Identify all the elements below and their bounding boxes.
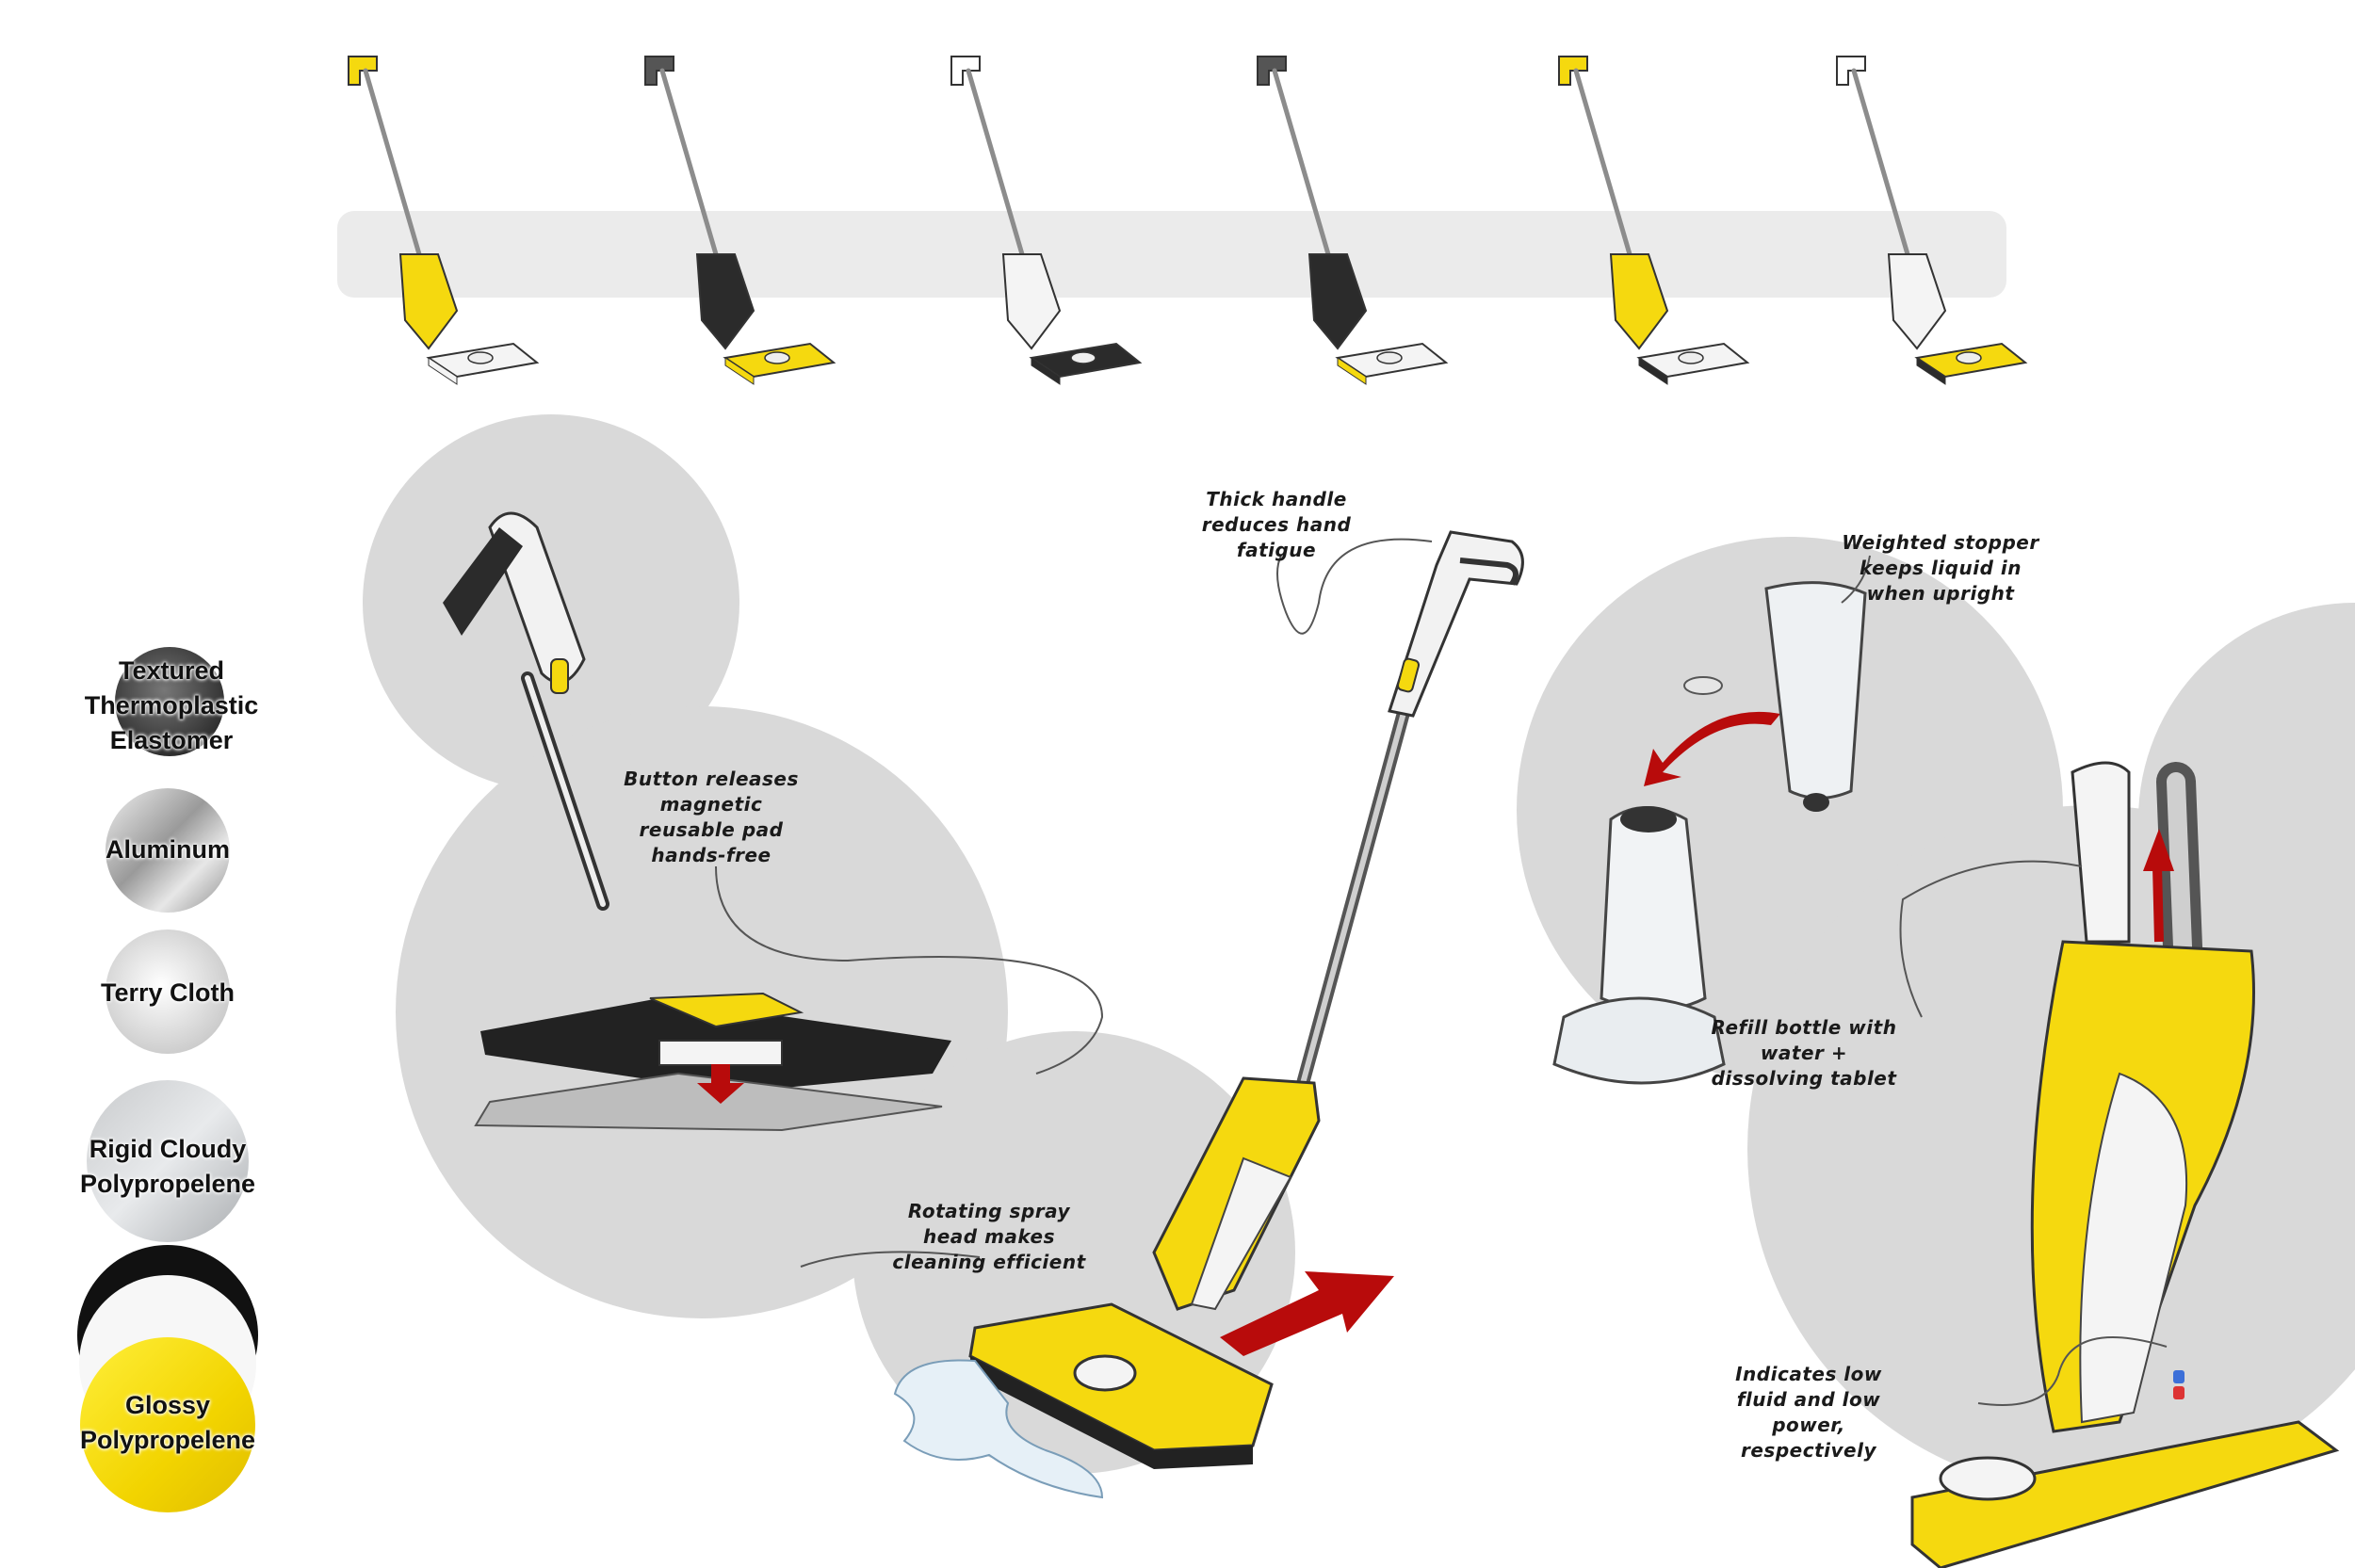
material-label-terry-cloth: Terry Cloth: [100, 978, 235, 1007]
material-label-textured: Textured Thermoplastic Elastomer: [84, 656, 259, 754]
textured-swatch-icon: [115, 647, 224, 756]
mop-variant-1: [348, 56, 540, 385]
main-mop-sketch: [893, 530, 1524, 1499]
note-refill-bottle: Refill bottle with water + dissolving ta…: [1711, 1016, 1897, 1090]
cloudy-swatch-icon: [87, 1080, 249, 1242]
material-label-glossy: Glossy Polypropelene: [79, 1391, 256, 1454]
pad-release-sketch: [474, 992, 951, 1132]
note-thick-handle: Thick handle reduces hand fatigue: [1201, 488, 1352, 561]
weighted-stopper-sketch: [1764, 581, 1867, 812]
aluminum-swatch-icon: [106, 788, 230, 913]
note-rotating-spray: Rotating spray head makes cleaning effic…: [892, 1200, 1086, 1273]
material-swatches: [77, 647, 258, 1512]
mop-variant-5: [1558, 56, 1750, 385]
mop-variant-4: [1257, 56, 1449, 385]
variant-row: [348, 56, 2028, 385]
mop-variant-3: [950, 56, 1143, 385]
glossy-swatch-icon: [77, 1245, 258, 1512]
note-button-release: Button releases magnetic reusable pad ha…: [624, 768, 799, 866]
leader-lines: [715, 538, 2168, 1406]
note-indicators: Indicates low fluid and low power, respe…: [1735, 1363, 1882, 1462]
mop-variant-6: [1836, 56, 2028, 385]
base-closeup-sketch: [1910, 761, 2340, 1568]
material-label-cloudy: Rigid Cloudy Polypropelene: [79, 1135, 256, 1198]
button-handle-sketch: [443, 511, 609, 911]
material-label-aluminum: Aluminum: [106, 835, 230, 864]
note-weighted-stopper: Weighted stopper keeps liquid in when up…: [1842, 531, 2039, 605]
mop-variant-2: [644, 56, 836, 385]
refill-bottle-sketch: [1552, 676, 1780, 1085]
terry-cloth-swatch-icon: [106, 929, 230, 1054]
variant-strip: [337, 211, 2006, 298]
